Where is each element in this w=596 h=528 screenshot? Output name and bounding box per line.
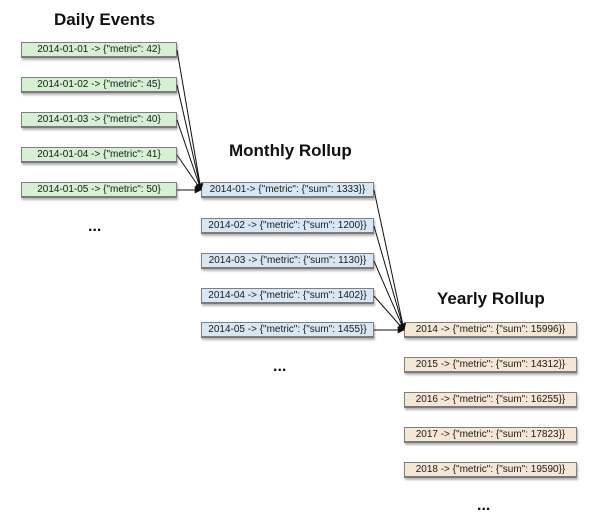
rollup-arrow [176,154,202,191]
monthly-rollup-heading: Monthly Rollup [229,141,352,160]
monthly-rollup-row: 2014-05 -> {"metric": {"sum": 1455}} [201,322,374,338]
rollup-arrow [176,119,203,191]
yearly-rollup-heading: Yearly Rollup [437,289,545,308]
daily-event-row: 2014-01-02 -> {"metric": 45} [21,77,177,93]
yearly-rollup-row: 2015 -> {"metric": {"sum": 14312}} [404,357,577,373]
monthly-rollup-row: 2014-04 -> {"metric": {"sum": 1402}} [201,288,374,304]
daily-event-row: 2014-01-05 -> {"metric": 50} [21,182,177,198]
rollup-arrow [176,49,204,191]
monthly-more-ellipsis: ... [273,358,287,375]
yearly-rollup-row: 2018 -> {"metric": {"sum": 19590}} [404,462,577,478]
monthly-rollup-row: 2014-02 -> {"metric": {"sum": 1200}} [201,218,374,234]
monthly-rollup-row: 2014-03 -> {"metric": {"sum": 1130}} [201,253,374,269]
yearly-rollup-row: 2017 -> {"metric": {"sum": 17823}} [404,427,577,443]
yearly-more-ellipsis: ... [477,497,491,514]
rollup-arrow [373,225,406,331]
yearly-rollup-row: 2014 -> {"metric": {"sum": 15996}} [404,322,577,338]
daily-event-row: 2014-01-01 -> {"metric": 42} [21,42,177,58]
daily-events-heading: Daily Events [54,10,156,29]
daily-more-ellipsis: ... [88,218,102,235]
monthly-rollup-row: 2014-01-> {"metric": {"sum": 1333}} [201,182,374,198]
yearly-rollup-row: 2016 -> {"metric": {"sum": 16255}} [404,392,577,408]
rollup-arrow [176,84,204,191]
daily-event-row: 2014-01-03 -> {"metric": 40} [21,112,177,128]
daily-event-row: 2014-01-04 -> {"metric": 41} [21,147,177,163]
rollup-arrow [373,189,407,331]
rollup-arrow [373,260,405,331]
rollup-arrow [373,295,405,331]
